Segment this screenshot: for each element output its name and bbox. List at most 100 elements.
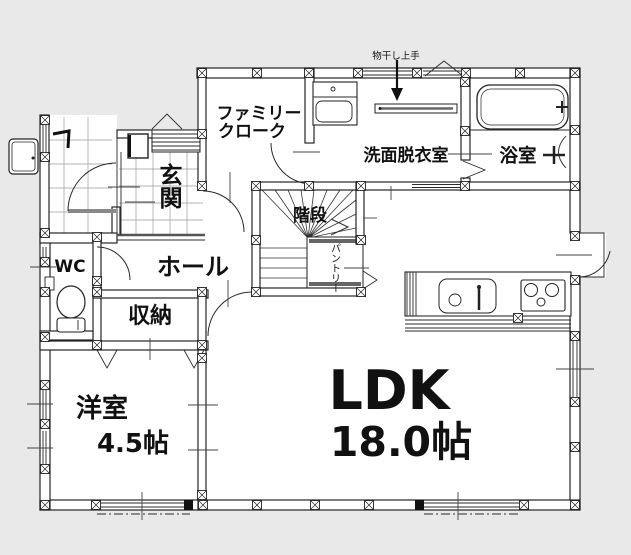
wall-segment: [251, 287, 365, 297]
post-x: [197, 287, 207, 297]
windows: [27, 60, 594, 515]
post-x: [570, 397, 580, 407]
post-x: [40, 228, 50, 238]
handrail: [52, 129, 71, 149]
post-x: [197, 490, 207, 500]
entrance-hall-door-arc: [202, 190, 245, 233]
post-x: [570, 275, 580, 285]
post-x: [570, 68, 580, 78]
post-x: [92, 276, 102, 286]
bath-folding-door: [462, 160, 487, 180]
window-right: [556, 340, 594, 398]
post-x: [40, 257, 50, 267]
kitchen-counter: [404, 271, 572, 332]
post-x: [252, 68, 262, 78]
western-room-size: 4.5帖: [97, 429, 169, 459]
vanity-unit: [312, 81, 358, 126]
outdoor-sink: [8, 138, 39, 175]
post-x: [251, 181, 261, 191]
toilet: [44, 276, 86, 333]
post-x: [570, 125, 580, 135]
post-x: [197, 129, 207, 139]
window-left-a: [27, 388, 53, 421]
post-x: [40, 500, 50, 510]
wall-segment: [460, 77, 471, 161]
post-x: [460, 181, 470, 191]
post-x: [570, 331, 580, 341]
hall-label: ホール: [157, 253, 229, 281]
post-x: [40, 380, 50, 390]
fixtures: [8, 60, 572, 333]
post-x: [92, 232, 102, 242]
post-x: [356, 181, 366, 191]
post-x: [570, 442, 580, 452]
post-x: [353, 68, 363, 78]
post-x: [91, 500, 101, 510]
storage-label: 収納: [128, 303, 172, 329]
wc-door-arc: [96, 246, 131, 281]
stove: [520, 279, 566, 312]
post-x: [304, 181, 314, 191]
entrance-label: 玄関: [155, 162, 183, 209]
entrance-cabinets: [52, 129, 205, 241]
post-x: [40, 287, 50, 297]
bathtub: [476, 84, 569, 130]
post-x: [356, 235, 366, 245]
entrance-door-arc: [67, 162, 117, 212]
post-x: [198, 500, 208, 510]
post-x: [197, 353, 207, 363]
wall-segment: [39, 232, 118, 244]
sliding-door-washroom: [412, 183, 464, 189]
doors: [67, 142, 611, 369]
post-x: [92, 340, 102, 350]
post-x: [519, 500, 529, 510]
post-x: [40, 115, 50, 125]
post-x: [197, 181, 207, 191]
hall-ldk-door-arc: [207, 291, 253, 337]
roof-mark-top: [424, 60, 464, 77]
laundry-hanger-label: 物干し上手: [372, 50, 420, 62]
post-x: [460, 77, 470, 87]
post-x: [461, 68, 471, 78]
sliding-door-west-room: [188, 404, 218, 451]
window-top-b: [423, 69, 466, 77]
pantry-closet: [306, 236, 378, 294]
window-west-room-south: [93, 500, 193, 515]
storage-bifold-left: [96, 349, 118, 369]
western-room-label: 洋室: [76, 393, 128, 424]
stairs-label: 階段: [293, 205, 327, 226]
post-x: [570, 231, 580, 241]
wc-label: WC: [54, 257, 85, 277]
back-door-frame: [580, 232, 605, 278]
post-x: [304, 68, 314, 78]
back-door-arc: [579, 250, 611, 278]
wall-segment: [355, 181, 365, 245]
bath-faucet: [543, 135, 567, 169]
bathroom-label: 浴室: [499, 145, 536, 167]
laundry-arrow: [391, 60, 403, 101]
roof-mark-entrance: [151, 113, 183, 130]
family-closet-label2: クローク: [218, 122, 286, 142]
post-x: [310, 500, 320, 510]
wall-segment: [92, 289, 209, 299]
post-x: [40, 464, 50, 474]
pantry-label: パントリー: [329, 243, 341, 293]
window-ldk-south: [415, 500, 523, 515]
window-left-b: [27, 431, 53, 465]
wall-segment: [197, 349, 207, 511]
wall-posts: [40, 68, 580, 510]
post-x: [364, 500, 374, 510]
family-closet-label: ファミリー: [217, 104, 302, 124]
post-x: [251, 287, 261, 297]
post-x: [515, 68, 525, 78]
kitchen-sink: [438, 278, 497, 314]
post-x: [356, 287, 366, 297]
post-x: [460, 126, 470, 136]
window-porch: [41, 124, 48, 152]
ldk-size: 18.0帖: [330, 418, 472, 466]
post-x: [40, 332, 50, 342]
laundry-pole: [374, 103, 458, 114]
window-top-a: [363, 69, 412, 77]
